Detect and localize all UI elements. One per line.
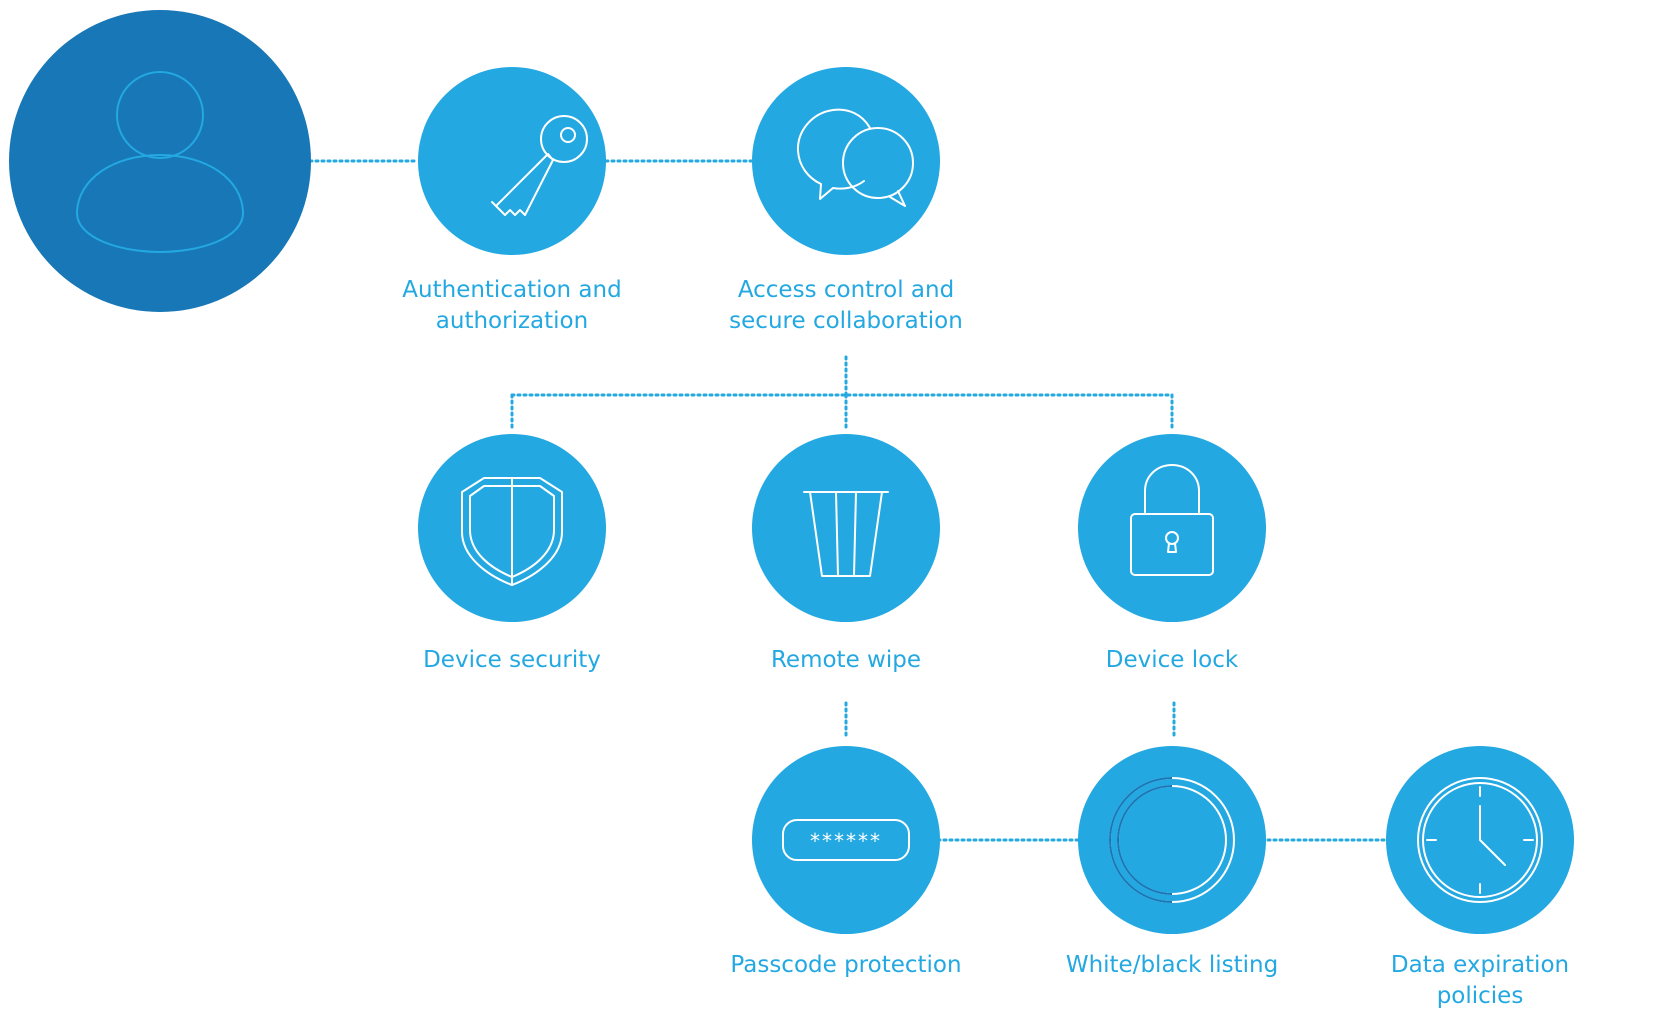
passcode-masked-text: ****** [810,829,882,853]
authentication-circle [418,67,606,255]
device-security-label: Device security [423,647,601,673]
user-circle [9,10,311,312]
passcode-node: ****** Passcode protection [730,746,962,978]
device-lock-label: Device lock [1106,647,1239,673]
device-lock-circle [1078,434,1266,622]
remote-wipe-circle [752,434,940,622]
user-node [9,10,311,312]
access-control-node: Access control and secure collaboration [729,67,963,334]
remote-wipe-node: Remote wipe [752,434,940,673]
user-icon [75,71,245,254]
device-lock-node: Device lock [1078,434,1266,673]
access-control-circle [752,67,940,255]
device-security-node: Device security [418,434,606,673]
listing-circle [1078,746,1266,934]
data-expiration-label-line2: policies [1437,983,1524,1009]
ring-icon [1109,777,1235,903]
key-icon [491,115,588,216]
authentication-label-line1: Authentication and [402,277,621,303]
listing-label: White/black listing [1066,952,1278,978]
passcode-icon: ****** [782,819,910,861]
remote-wipe-label: Remote wipe [771,647,921,673]
access-control-label-line1: Access control and [738,277,954,303]
data-expiration-label-line1: Data expiration [1391,952,1569,978]
shield-icon [461,477,563,586]
chat-bubbles-icon [796,108,914,207]
authentication-label-line2: authorization [436,308,588,334]
listing-node: White/black listing [1066,746,1278,978]
trash-can-icon [803,491,889,577]
data-expiration-node: Data expiration policies [1386,746,1574,1009]
passcode-label: Passcode protection [730,952,961,978]
clock-icon [1417,777,1543,903]
padlock-icon [1130,464,1214,576]
connectors [308,159,1390,842]
passcode-circle [752,746,940,934]
authentication-node: Authentication and authorization [402,67,622,334]
access-control-label-line2: secure collaboration [729,308,963,334]
